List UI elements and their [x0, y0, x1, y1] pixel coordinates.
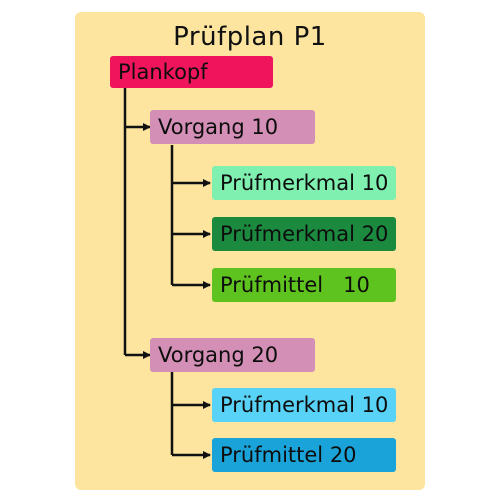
node-op10-characteristic-10: Prüfmerkmal 10 — [212, 166, 396, 200]
node-planhead: Plankopf — [110, 56, 273, 88]
node-op10-characteristic-20: Prüfmerkmal 20 — [212, 217, 396, 251]
node-operation-10: Vorgang 10 — [150, 110, 315, 144]
node-operation-20: Vorgang 20 — [150, 338, 315, 372]
diagram-title: Prüfplan P1 — [173, 22, 327, 52]
node-op20-characteristic-10: Prüfmerkmal 10 — [212, 388, 396, 422]
node-op10-test-equipment-10: Prüfmittel 10 — [212, 268, 396, 302]
node-op20-test-equipment-20: Prüfmittel 20 — [212, 438, 396, 472]
